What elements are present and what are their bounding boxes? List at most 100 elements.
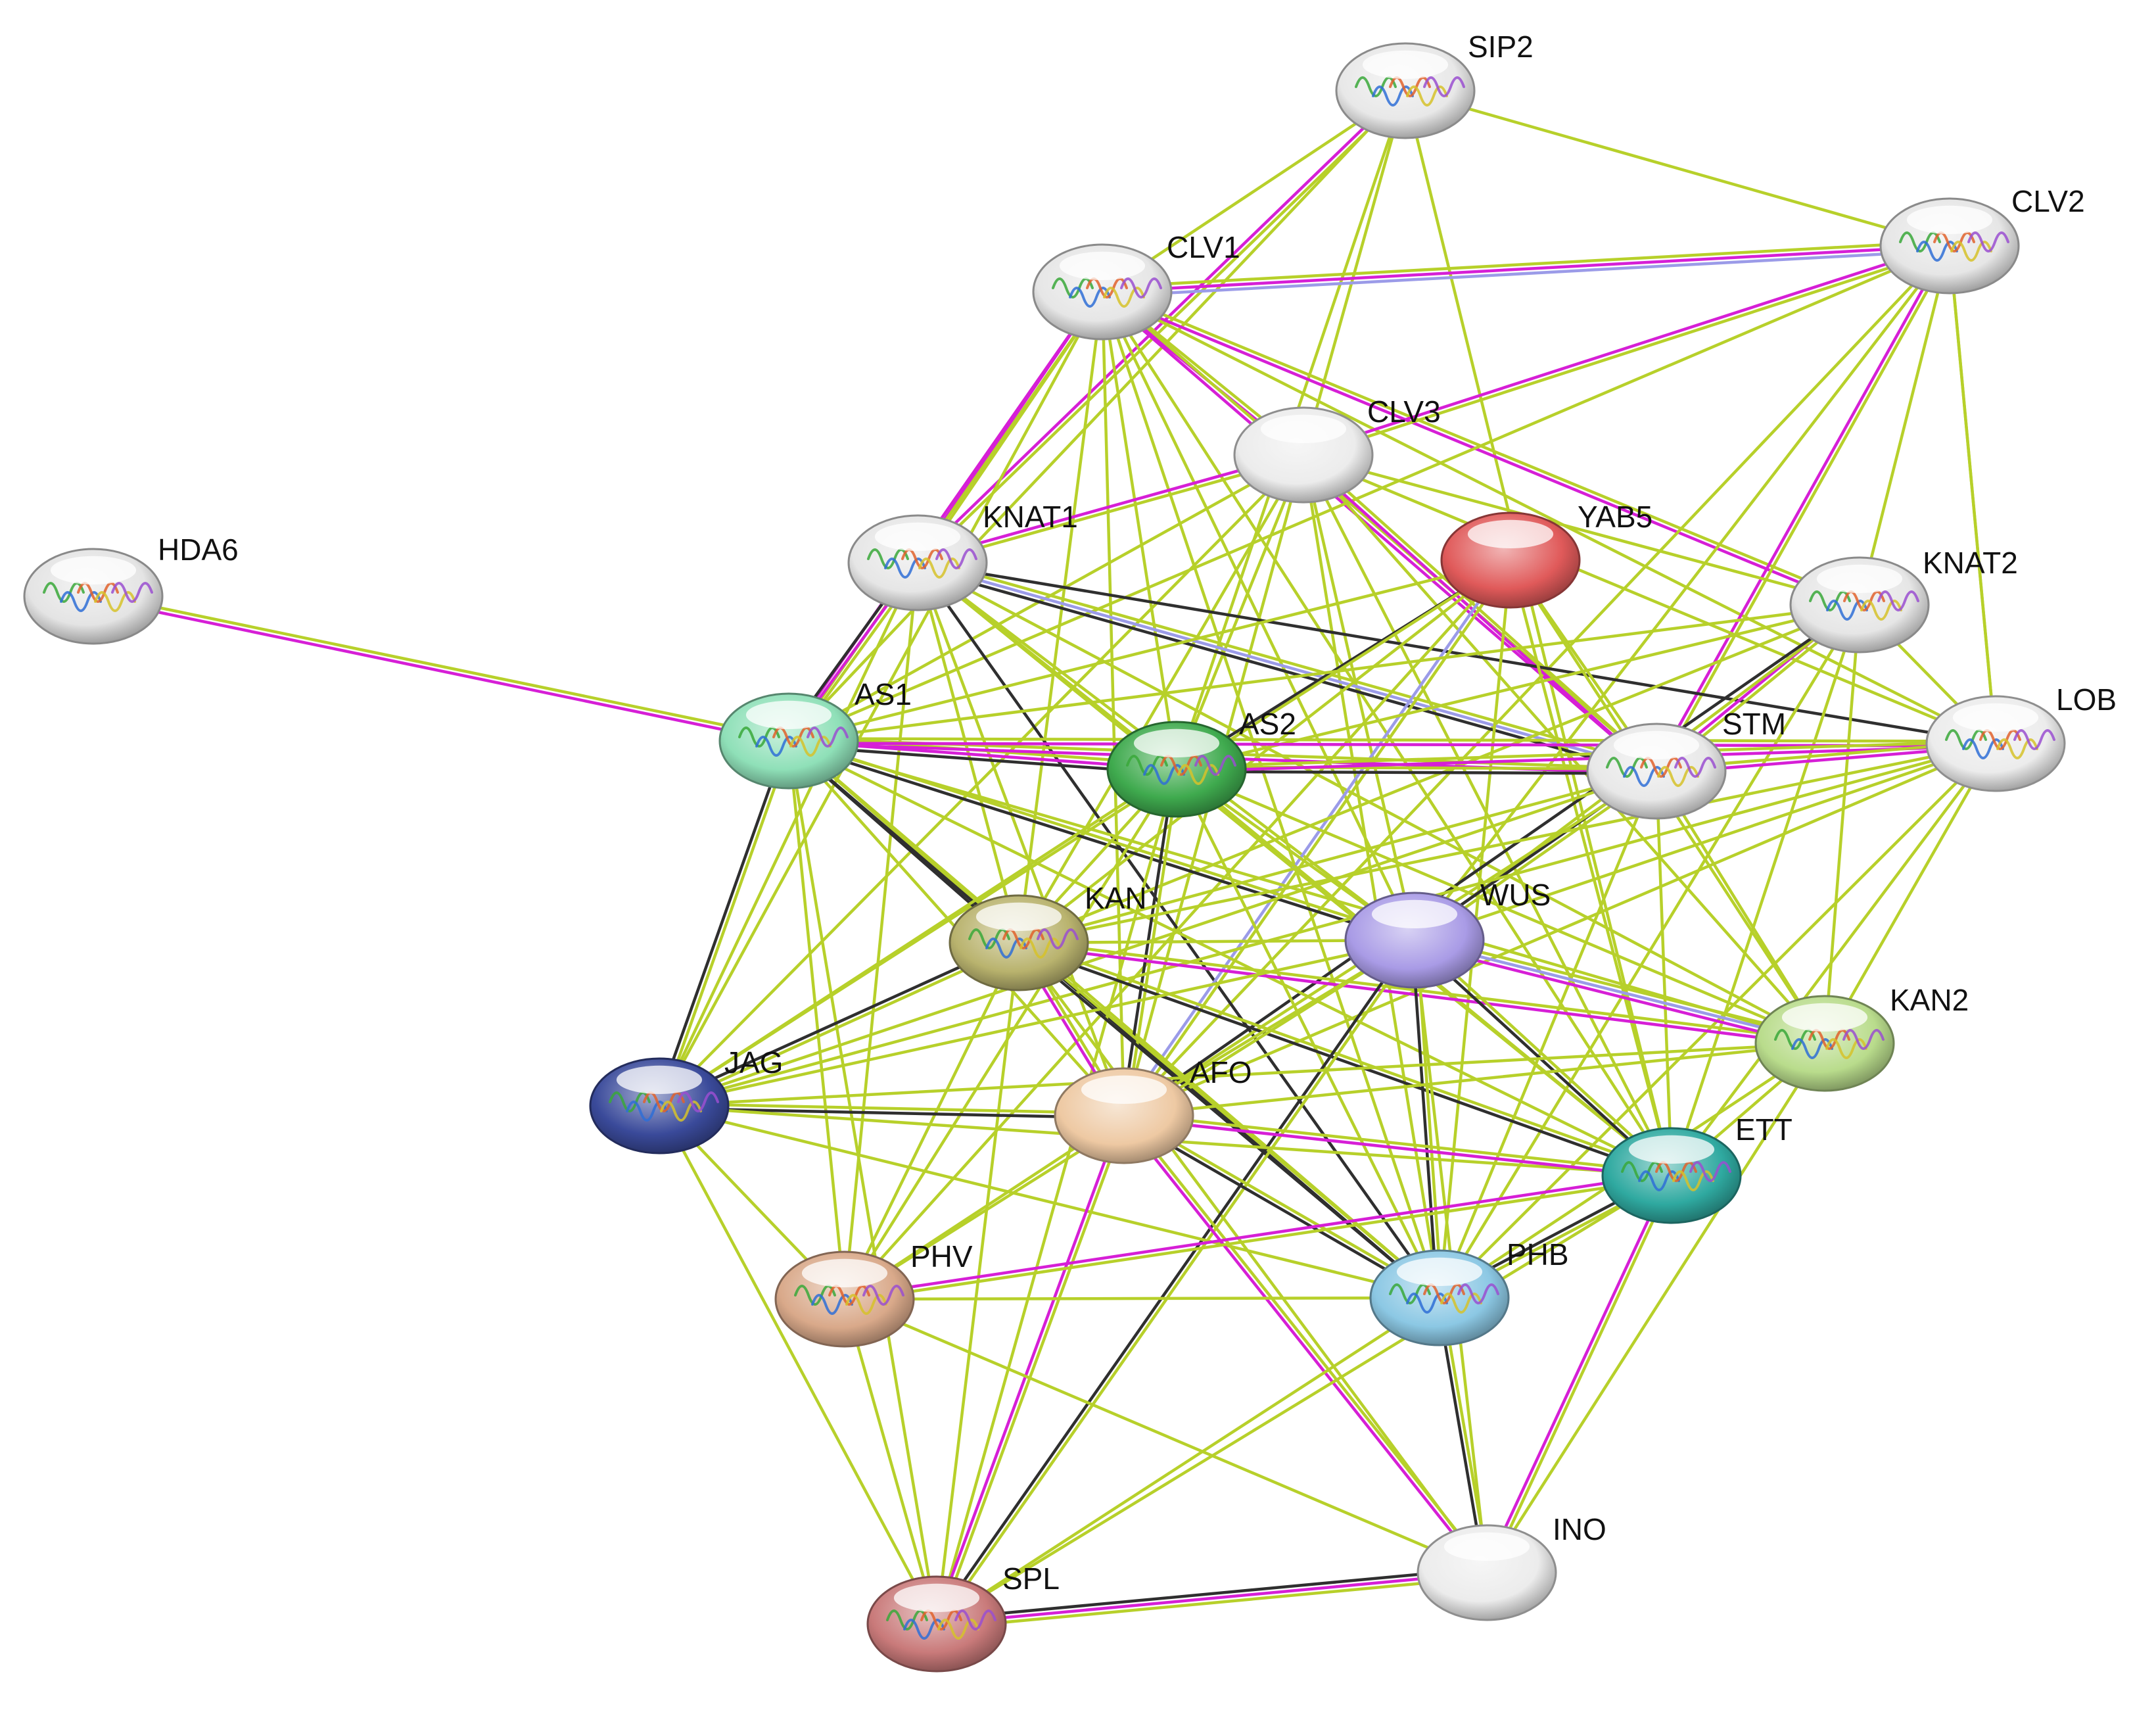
edge-as2-stm — [1175, 765, 1658, 775]
edge-line-experimental — [1301, 242, 1951, 454]
node-label-knat2: KNAT2 — [1923, 546, 2018, 580]
node-label-wus: WUS — [1480, 878, 1551, 912]
edge-as2-lob — [1175, 740, 1998, 773]
node-lob[interactable]: LOB — [1925, 682, 2117, 792]
edge-lob-ett — [1670, 742, 1998, 1178]
node-kan2[interactable]: KAN2 — [1754, 983, 1969, 1092]
node-phv[interactable]: PHV — [774, 1239, 973, 1348]
node-label-kan: KAN — [1085, 881, 1147, 915]
node-gloss — [745, 700, 832, 729]
edge-clv3-stm — [1300, 452, 1660, 774]
edge-knat1-phv — [843, 561, 920, 1301]
edge-as1-jag — [655, 738, 793, 1108]
edge-line-textmining — [1415, 937, 1675, 1176]
edge-line-textmining — [1654, 769, 1827, 1045]
node-spl[interactable]: SPL — [866, 1561, 1060, 1673]
edge-clv1-jag — [657, 290, 1104, 1108]
node-gloss — [1628, 1135, 1715, 1164]
edge-line-textmining — [1670, 742, 1998, 1178]
edges-layer — [91, 87, 1998, 1631]
edge-line-textmining — [1175, 767, 1441, 1300]
node-ino[interactable]: INO — [1417, 1512, 1606, 1621]
edge-knat2-phb — [1438, 603, 1862, 1300]
node-wus[interactable]: WUS — [1344, 878, 1551, 989]
node-label-lob: LOB — [2056, 682, 2117, 717]
edge-line-textmining — [657, 1104, 939, 1626]
node-ett[interactable]: ETT — [1601, 1112, 1793, 1224]
edge-line-textmining — [1301, 453, 1862, 607]
edge-line-textmining — [1656, 245, 1954, 774]
edge-line-textmining — [92, 592, 791, 740]
edge-clv2-clv3 — [1301, 242, 1952, 459]
edge-clv1-as2 — [1100, 290, 1179, 771]
node-gloss — [616, 1065, 703, 1094]
edge-ett-phv — [843, 1172, 1674, 1303]
node-stm[interactable]: STM — [1586, 707, 1786, 820]
node-label-clv2: CLV2 — [2011, 184, 2085, 218]
edge-line-textmining — [1017, 941, 1489, 1575]
edge-line-homology — [1101, 249, 1952, 298]
node-label-as2: AS2 — [1239, 707, 1296, 741]
edge-line-experimental — [1300, 455, 1656, 774]
edge-phv-spl — [843, 1297, 939, 1626]
edge-ino-spl — [935, 1566, 1489, 1631]
edge-phb-spl — [935, 1296, 1441, 1626]
edge-line-textmining — [1438, 769, 1658, 1300]
node-sip2[interactable]: SIP2 — [1335, 30, 1534, 139]
edge-afo-ett — [1122, 1112, 1674, 1179]
node-as2[interactable]: AS2 — [1106, 707, 1296, 818]
edge-kan2-jag — [657, 1041, 1827, 1108]
edge-kan-phv — [843, 941, 1021, 1301]
node-gloss — [1059, 251, 1146, 280]
edge-stm-kan — [1017, 769, 1658, 945]
node-label-sip2: SIP2 — [1468, 30, 1534, 64]
edge-line-textmining — [1823, 742, 1998, 1045]
edge-clv3-lob — [1301, 453, 1998, 746]
node-afo[interactable]: AFO — [1054, 1055, 1252, 1164]
edge-line-textmining — [787, 739, 1674, 1178]
node-knat1[interactable]: KNAT1 — [847, 500, 1078, 611]
edge-lob-kan2 — [1823, 742, 1998, 1045]
node-clv3[interactable]: CLV3 — [1233, 394, 1441, 504]
node-label-stm: STM — [1722, 707, 1786, 741]
node-label-phv: PHV — [910, 1239, 973, 1274]
node-hda6[interactable]: HDA6 — [23, 533, 239, 645]
edge-line-textmining — [1102, 289, 1660, 771]
edge-line-textmining — [935, 1174, 1674, 1626]
edge-line-textmining — [657, 938, 1417, 1108]
node-clv2[interactable]: CLV2 — [1879, 184, 2085, 295]
edge-line-textmining — [843, 1297, 1489, 1575]
node-yab5[interactable]: YAB5 — [1440, 500, 1652, 609]
node-label-ino: INO — [1553, 1512, 1606, 1546]
edge-line-textmining — [787, 739, 847, 1301]
node-jag[interactable]: JAG — [589, 1045, 783, 1155]
edge-yab5-kan — [1017, 558, 1512, 945]
edge-line-experimental — [933, 1113, 1123, 1625]
node-clv1[interactable]: CLV1 — [1032, 230, 1240, 341]
node-label-afo: AFO — [1190, 1055, 1252, 1089]
node-phb[interactable]: PHB — [1369, 1237, 1569, 1346]
edge-line-coexpression — [933, 937, 1415, 1625]
edge-line-experimental — [1099, 292, 1656, 774]
node-gloss — [1371, 899, 1458, 928]
node-label-knat1: KNAT1 — [983, 500, 1078, 534]
edge-line-textmining — [1122, 742, 1998, 1118]
edge-knat2-as2 — [1175, 603, 1862, 771]
node-knat2[interactable]: KNAT2 — [1789, 546, 2018, 654]
node-kan[interactable]: KAN — [949, 881, 1147, 991]
edge-line-textmining — [1413, 742, 1998, 942]
node-label-clv1: CLV1 — [1167, 230, 1240, 264]
edge-line-textmining — [935, 1296, 1441, 1626]
edge-line-textmining — [1100, 290, 1126, 1118]
edge-line-textmining — [1403, 89, 1952, 248]
node-label-hda6: HDA6 — [158, 533, 239, 567]
edge-sip2-clv1 — [1100, 89, 1407, 294]
edge-as2-kan2 — [1175, 767, 1827, 1045]
edge-lob-jag — [657, 742, 1998, 1108]
node-label-ett: ETT — [1735, 1112, 1793, 1147]
protein-structure-icon — [968, 928, 1079, 959]
edge-hda6-as1 — [91, 592, 791, 745]
edge-line-textmining — [787, 89, 1407, 743]
edge-line-textmining — [787, 244, 1952, 743]
node-as1[interactable]: AS1 — [718, 677, 912, 790]
